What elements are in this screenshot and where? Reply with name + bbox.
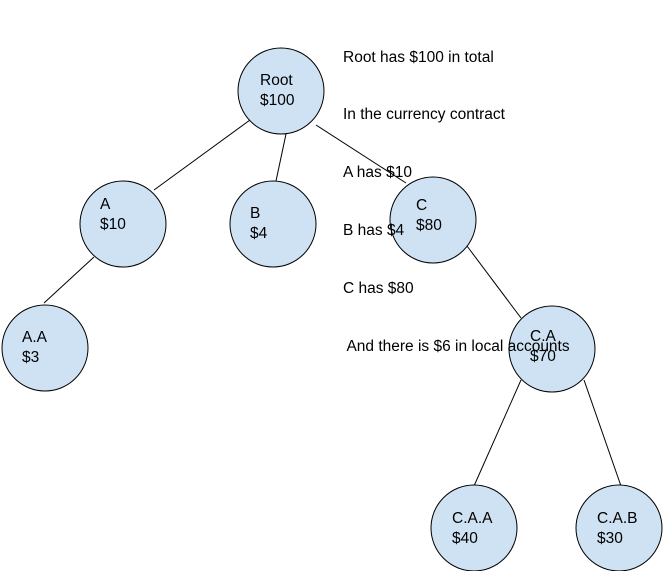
node-circle bbox=[237, 47, 325, 135]
node-name: C.A.B bbox=[597, 510, 637, 527]
node-amount: $40 bbox=[452, 530, 478, 547]
note-line: A has $10 bbox=[343, 164, 412, 182]
edge-ca-caa bbox=[473, 379, 522, 487]
edge-c-ca bbox=[466, 245, 522, 319]
node-name: C.A.A bbox=[452, 510, 493, 527]
edge-a-aa bbox=[43, 256, 95, 304]
summary-note: Root has $100 in total In the currency c… bbox=[343, 9, 570, 376]
node-circle bbox=[229, 180, 317, 268]
node-b: B $4 bbox=[229, 180, 317, 268]
note-line: C has $80 bbox=[343, 280, 414, 298]
node-name: A.A bbox=[22, 329, 48, 346]
node-name: A bbox=[100, 196, 111, 213]
edges bbox=[43, 119, 622, 487]
node-name: B bbox=[250, 205, 260, 222]
node-ca: C.A $70 bbox=[508, 305, 596, 393]
node-circle bbox=[1, 304, 89, 392]
edge-ca-cab bbox=[583, 379, 622, 487]
node-circle bbox=[508, 305, 596, 393]
node-root: Root $100 bbox=[237, 47, 325, 135]
node-amount: $10 bbox=[100, 216, 126, 233]
edge-root-a bbox=[153, 119, 251, 191]
node-amount: $4 bbox=[250, 225, 268, 242]
node-circle bbox=[389, 176, 477, 264]
node-c: C $80 bbox=[389, 176, 477, 264]
node-cab: C.A.B $30 bbox=[575, 484, 663, 571]
node-amount: $70 bbox=[530, 348, 556, 365]
node-amount: $30 bbox=[597, 530, 623, 547]
node-name: C bbox=[416, 197, 427, 214]
node-amount: $100 bbox=[260, 92, 295, 109]
node-aa: A.A $3 bbox=[1, 304, 89, 392]
node-caa: C.A.A $40 bbox=[430, 484, 518, 571]
node-circle bbox=[79, 180, 167, 268]
note-line: B has $4 bbox=[343, 222, 405, 240]
node-a: A $10 bbox=[79, 180, 167, 268]
nodes: Root$100A$10B$4C$80A.A$3C.A$70C.A.A$40C.… bbox=[1, 47, 663, 571]
node-circle bbox=[575, 484, 663, 571]
node-amount: $80 bbox=[416, 217, 442, 234]
note-line: Root has $100 in total bbox=[343, 48, 494, 66]
node-amount: $3 bbox=[22, 349, 39, 366]
note-line: And there is $6 in local accounts bbox=[343, 338, 570, 356]
node-name: Root bbox=[260, 72, 293, 89]
note-line: In the currency contract bbox=[343, 106, 505, 124]
node-name: C.A bbox=[530, 328, 557, 345]
edge-root-c bbox=[315, 124, 407, 184]
node-circle bbox=[430, 484, 518, 571]
edge-root-b bbox=[275, 133, 287, 182]
